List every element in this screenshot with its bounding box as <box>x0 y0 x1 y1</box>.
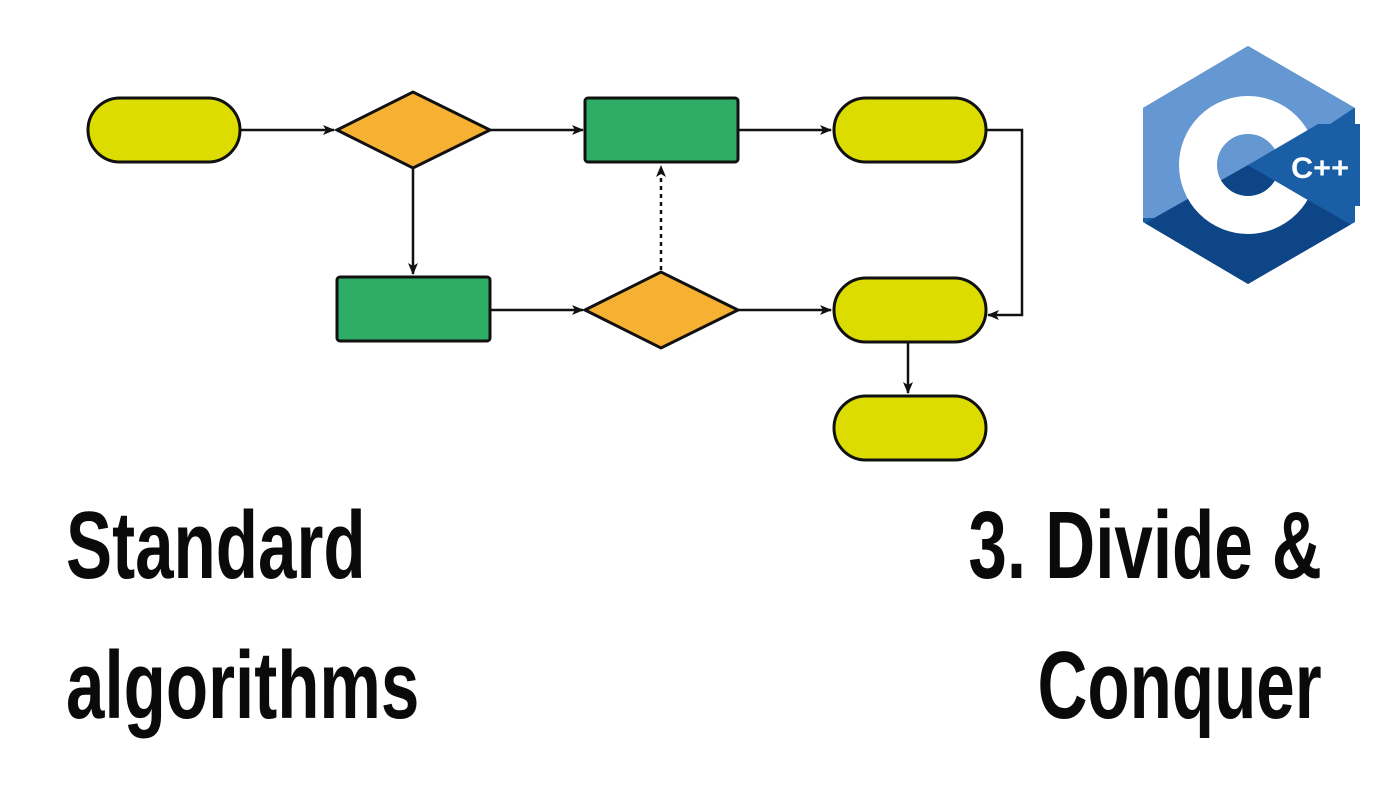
terminal-start <box>86 96 242 164</box>
arrow-terminal-top-to-terminal-mid <box>986 128 1024 320</box>
terminal-middle-right <box>832 276 988 344</box>
terminal-top-right <box>832 96 988 164</box>
title-right-line-1: 3. Divide & <box>968 492 1322 599</box>
title-left-line-1: Standard <box>66 492 366 599</box>
terminal-end <box>832 394 988 462</box>
process-top <box>583 96 740 164</box>
title-left-line-2: algorithms <box>66 632 420 739</box>
cpp-logo-text: C++ <box>1291 152 1349 185</box>
cpp-logo-icon: C++ <box>1143 46 1360 284</box>
decision-top <box>333 90 494 170</box>
title-right-line-2: Conquer <box>1037 632 1322 739</box>
process-bottom <box>335 275 492 343</box>
decision-bottom <box>581 270 742 350</box>
